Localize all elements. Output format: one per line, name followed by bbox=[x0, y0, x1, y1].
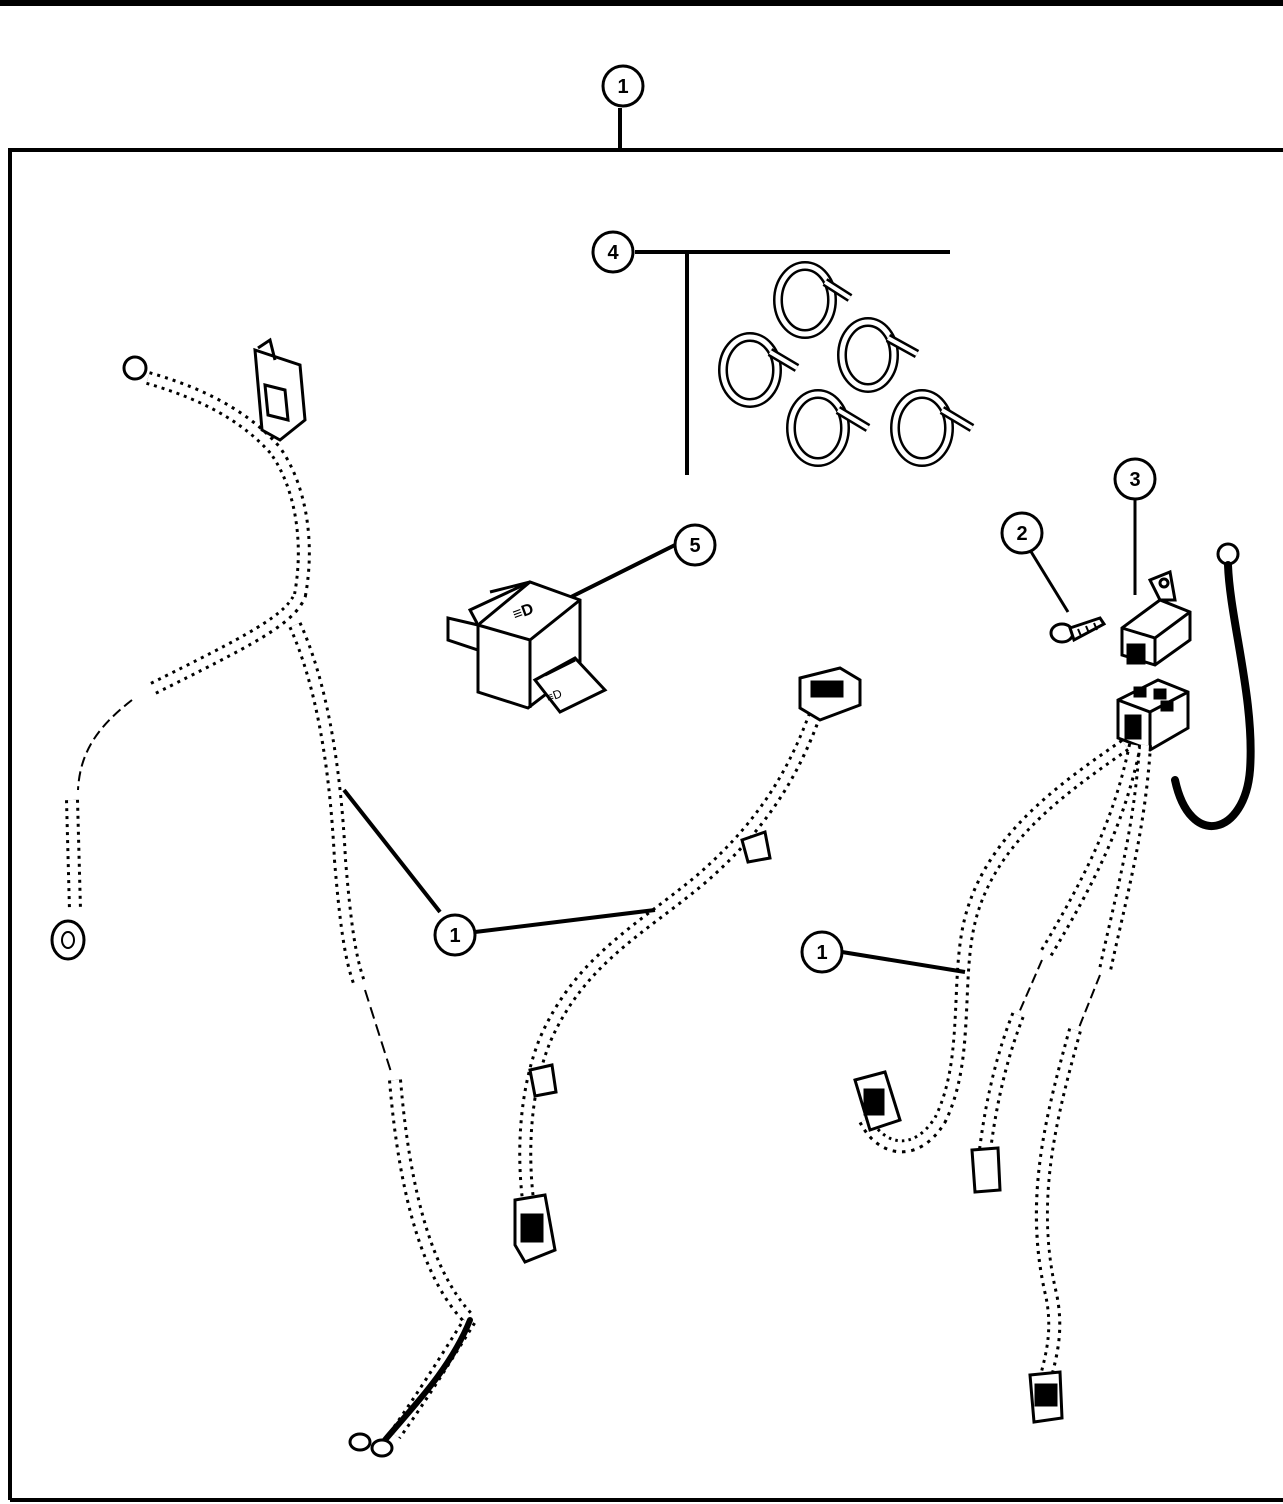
callout-5-switch: 5 bbox=[568, 523, 717, 600]
tie-strap-2 bbox=[718, 332, 800, 408]
tie-strap-3 bbox=[837, 317, 920, 393]
callout-2-screw: 2 bbox=[1000, 511, 1070, 613]
svg-text:≡D: ≡D bbox=[544, 686, 564, 705]
harness-clip-upper bbox=[740, 830, 772, 864]
tie-strap-4 bbox=[786, 389, 871, 467]
fog-lamp-switch: ≡D ≡D bbox=[446, 580, 608, 714]
mounting-screw bbox=[1049, 616, 1107, 644]
relay bbox=[1120, 569, 1192, 667]
relay-socket bbox=[1116, 678, 1190, 752]
svg-text:4: 4 bbox=[607, 242, 619, 264]
end-connector-center bbox=[513, 1193, 557, 1264]
svg-text:≡D: ≡D bbox=[511, 601, 536, 624]
end-connector-right-b bbox=[970, 1146, 1002, 1194]
callout-1-right: 1 bbox=[800, 930, 966, 974]
fuse-holder bbox=[253, 337, 307, 442]
callout-1-center: 1 bbox=[342, 788, 656, 957]
callout-1-top: 1 bbox=[601, 64, 645, 108]
tie-strap-1 bbox=[773, 261, 853, 339]
end-connector-right-a bbox=[853, 1070, 902, 1132]
svg-text:1: 1 bbox=[449, 925, 460, 947]
svg-text:1: 1 bbox=[617, 76, 628, 98]
svg-text:1: 1 bbox=[816, 942, 827, 964]
harness-clip-lower bbox=[528, 1063, 558, 1098]
svg-text:2: 2 bbox=[1016, 523, 1027, 545]
callout-3-relay: 3 bbox=[1113, 457, 1157, 595]
tie-strap-5 bbox=[890, 389, 975, 467]
main-harness-left bbox=[50, 337, 479, 1458]
svg-text:3: 3 bbox=[1129, 469, 1140, 491]
switch-harness-center bbox=[513, 666, 862, 1264]
relay-harness-right bbox=[853, 739, 1152, 1424]
svg-text:5: 5 bbox=[689, 535, 700, 557]
switch-connector bbox=[798, 666, 862, 722]
end-connector-right-c bbox=[1028, 1370, 1064, 1424]
relay-ground-wire bbox=[1171, 542, 1255, 830]
callout-4-clips: 4 bbox=[591, 230, 950, 475]
tie-strap-clips bbox=[718, 261, 975, 467]
